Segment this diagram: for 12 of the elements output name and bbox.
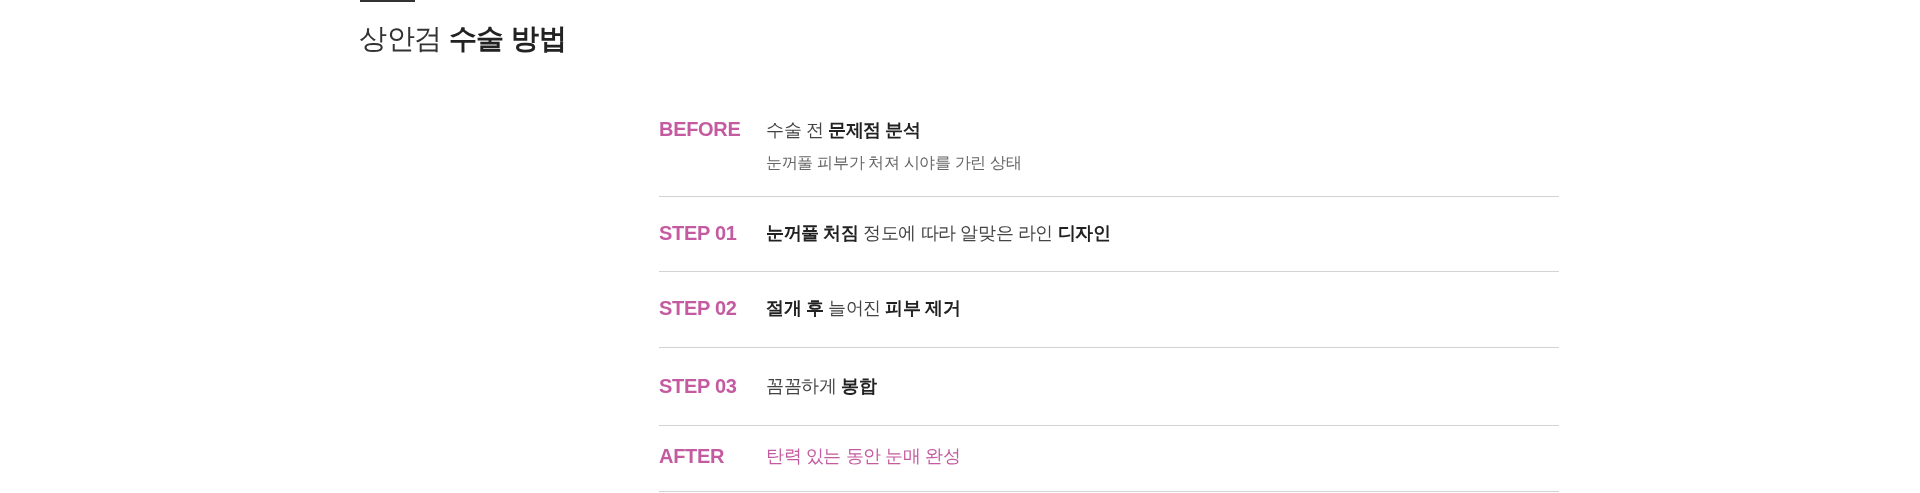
step-description: 탄력 있는 동안 눈매 완성 <box>766 445 961 468</box>
step-label: STEP 02 <box>659 296 737 321</box>
step-description: 수술 전 문제점 분석 <box>766 119 921 142</box>
step-label: STEP 03 <box>659 374 737 399</box>
section-title: 상안검 수술 방법 <box>359 22 567 56</box>
step-label: STEP 01 <box>659 221 737 246</box>
step-label: BEFORE <box>659 117 741 142</box>
step-description: 꼼꼼하게 봉합 <box>766 375 877 398</box>
step-label: AFTER <box>659 444 725 469</box>
step-note: 눈꺼풀 피부가 처져 시야를 가린 상태 <box>766 153 1022 173</box>
step-description: 절개 후 늘어진 피부 제거 <box>766 297 961 320</box>
step-description: 눈꺼풀 처짐 정도에 따라 알맞은 라인 디자인 <box>766 222 1111 245</box>
